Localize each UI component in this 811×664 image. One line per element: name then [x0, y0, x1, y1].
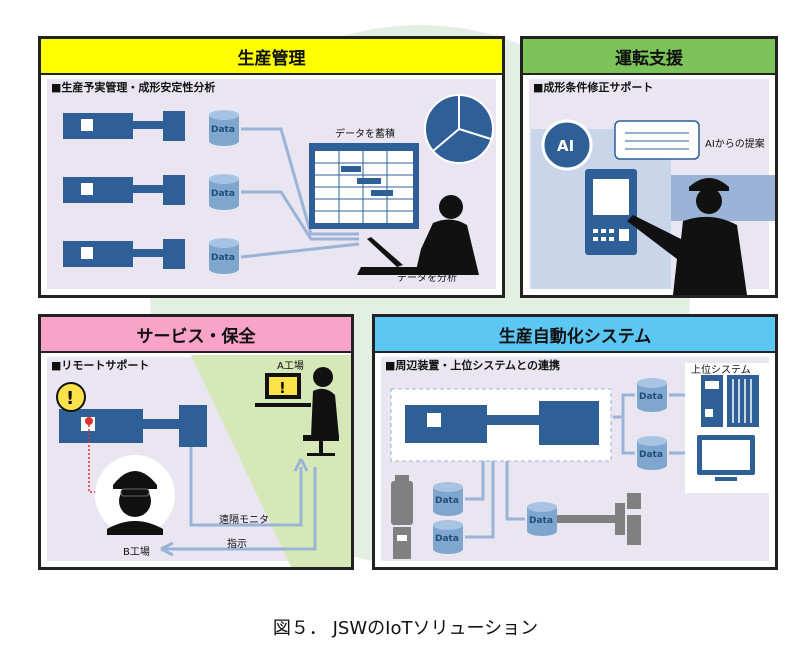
remote-flow-arrows: [160, 447, 317, 557]
panel-operation-support: 運転支援 ■成形条件修正サポート AI AIからの提案: [520, 36, 778, 298]
panel-subtitle: ■リモートサポート: [51, 359, 150, 372]
operator-b-icon: [95, 455, 175, 535]
database-icon: [637, 436, 667, 470]
alert-symbol: !: [66, 388, 74, 409]
control-terminal-icon: [585, 169, 637, 255]
remote-monitor-label: 遠隔モニタ: [219, 515, 269, 526]
db-label: Data: [211, 189, 235, 199]
robot-arm-icon: [557, 493, 641, 545]
alert-point-icon: [85, 417, 93, 425]
factory-a-label: A工場: [277, 361, 304, 372]
operation-support-diagram: AI: [531, 119, 775, 295]
data-flow-arrows: [240, 127, 360, 259]
analyze-label: データを分析: [397, 273, 457, 284]
db-label: Data: [639, 450, 663, 460]
molding-machine-icon: [63, 175, 185, 205]
molding-machine-icon: [63, 239, 185, 269]
db-label: Data: [211, 253, 235, 263]
analyst-silhouette-icon: [357, 195, 479, 275]
production-management-diagram: Data Data Data: [63, 94, 494, 275]
molding-machine-icon: [63, 111, 185, 141]
remote-pc-icon: !: [255, 373, 311, 407]
db-label: Data: [435, 534, 459, 544]
database-icon: [209, 174, 239, 210]
panel-subtitle: ■生産予実管理・成形安定性分析: [51, 81, 216, 94]
accumulate-label: データを蓄積: [335, 129, 395, 140]
ai-badge-icon: AI: [541, 119, 593, 171]
upper-system-label: 上位システム: [691, 365, 751, 376]
molding-machine-icon: [405, 401, 599, 445]
panel-service-maintenance: サービス・保全 ■リモートサポート ! !: [38, 314, 354, 570]
database-icon: [527, 502, 557, 536]
alert-symbol: !: [279, 379, 286, 397]
panel-subtitle: ■成形条件修正サポート: [533, 81, 654, 94]
monitor-icon: [697, 435, 755, 481]
panel-automation: 生産自動化システム ■周辺装置・上位システムとの連携 Data Data Dat…: [372, 314, 778, 570]
alert-callout-icon: !: [56, 382, 86, 412]
database-icon: [637, 378, 667, 412]
operator-a-silhouette-icon: [303, 367, 339, 456]
figure-caption: 図５． JSWのIoTソリューション: [272, 618, 539, 639]
database-icon: [209, 238, 239, 274]
database-icon: [209, 110, 239, 146]
pie-chart-icon: [424, 94, 494, 164]
panel-title: サービス・保全: [41, 317, 351, 353]
panel-title: 生産自動化システム: [375, 317, 775, 353]
database-icon: [433, 520, 463, 554]
panel-title: 生産管理: [41, 39, 502, 75]
panel-title: 運転支援: [523, 39, 775, 75]
db-label: Data: [529, 516, 553, 526]
panel-subtitle: ■周辺装置・上位システムとの連携: [385, 359, 560, 372]
spreadsheet-icon: [309, 143, 419, 229]
db-label: Data: [211, 125, 235, 135]
peripheral-device-icon: [391, 475, 413, 559]
db-label: Data: [435, 496, 459, 506]
instruction-label: 指示: [227, 539, 247, 550]
automation-diagram: Data Data Data Data Data: [390, 363, 771, 559]
worker-silhouette-icon: [627, 178, 747, 295]
ai-badge-label: AI: [557, 137, 574, 155]
ai-proposal-label: AIからの提案: [705, 139, 765, 150]
factory-b-label: B工場: [123, 547, 150, 558]
molding-machine-icon: [59, 405, 207, 447]
factory-a-area: [191, 355, 351, 567]
speech-bubble-icon: [614, 120, 700, 160]
db-label: Data: [639, 392, 663, 402]
service-maintenance-diagram: ! !: [56, 355, 351, 567]
database-icon: [433, 482, 463, 516]
panel-production-management: 生産管理 ■生産予実管理・成形安定性分析 Data Data Data: [38, 36, 505, 298]
